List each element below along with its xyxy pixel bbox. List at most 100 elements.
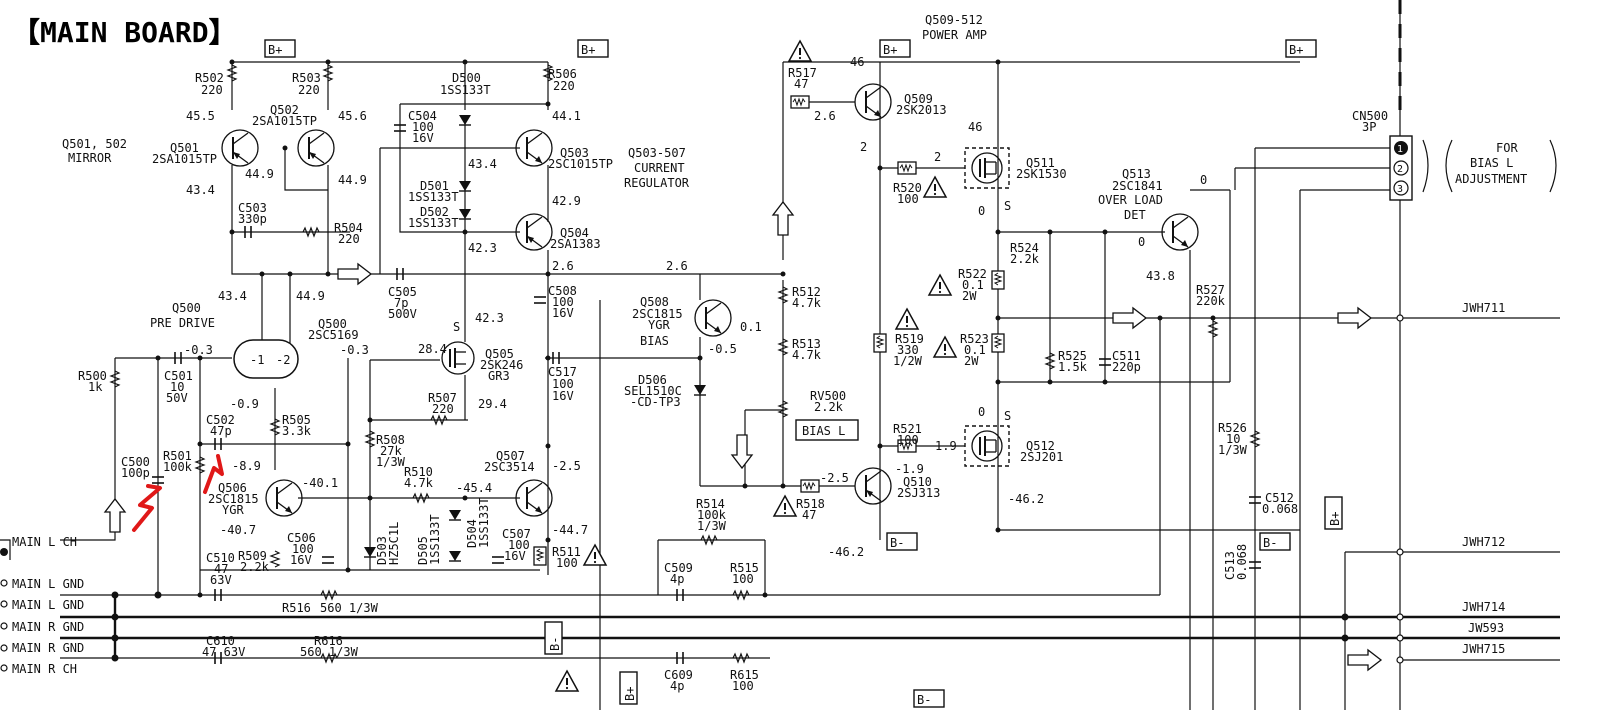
svg-text:-2.5: -2.5: [820, 471, 849, 485]
label-q504-ref: Q504: [560, 226, 589, 240]
svg-text:B+: B+: [1328, 512, 1342, 526]
label-r523-ref: R523: [960, 332, 989, 346]
label-c507-v1: 100: [508, 538, 530, 552]
label-r519-v2: 1/2W: [893, 354, 923, 368]
label-r504-val: 220: [338, 232, 360, 246]
label-q504-part: 2SA1383: [550, 237, 601, 251]
label-r520-ref: R520: [893, 181, 922, 195]
label-r508-v1: 27k: [380, 444, 402, 458]
label-r505-ref: R505: [282, 413, 311, 427]
signal-arrow-1: [337, 263, 372, 285]
bias-role: BIAS: [640, 334, 669, 348]
label-c508-v2: 16V: [552, 306, 574, 320]
label-d505-part: 1SS133T: [428, 514, 442, 565]
label-r511-ref: R511: [552, 545, 581, 559]
mirror-group-name: Q501, 502: [62, 137, 127, 151]
svg-text:42.3: 42.3: [475, 311, 504, 325]
transistor-q509: [854, 83, 892, 121]
svg-text:B-: B-: [890, 536, 904, 550]
label-r508-ref: R508: [376, 433, 405, 447]
red-annotation-1: [132, 484, 162, 532]
diode-d502: [458, 208, 472, 220]
svg-text:B+: B+: [623, 687, 637, 701]
transistor-q507: [515, 479, 553, 517]
label-c517-v1: 100: [552, 377, 574, 391]
svg-text:1.9: 1.9: [935, 439, 957, 453]
current-reg-role1: CURRENT: [634, 161, 685, 175]
label-d506-v1: SEL1510C: [624, 384, 682, 398]
svg-text:B+: B+: [883, 43, 897, 57]
safety-warning-icon-2: [923, 176, 947, 198]
bminus-tag-vert: B-: [544, 621, 563, 655]
svg-text:2.6: 2.6: [552, 259, 574, 273]
board-title: 【MAIN BOARD】: [12, 16, 237, 49]
bias-part1: 2SC1815: [632, 307, 683, 321]
diode-d500: [458, 114, 472, 126]
label-c501-v1: 10: [170, 380, 184, 394]
label-r519-v1: 330: [897, 343, 919, 357]
svg-text:ADJUSTMENT: ADJUSTMENT: [1455, 172, 1527, 186]
label-c509-val: 4p: [670, 572, 684, 586]
resistor-r520: [897, 161, 917, 175]
bias-name: Q508: [640, 295, 669, 309]
bminus-tag-1: B-: [886, 532, 918, 551]
label-q506-ref: Q506: [218, 481, 247, 495]
label-r508-v2: 1/3W: [376, 455, 406, 469]
svg-text:-46.2: -46.2: [828, 545, 864, 559]
label-r513-val: 4.7k: [792, 348, 822, 362]
label-r515-ref: R515: [730, 561, 759, 575]
label-r512-val: 4.7k: [792, 296, 822, 310]
resistor-r518: [800, 479, 820, 493]
label-r510-ref: R510: [404, 465, 433, 479]
power-amp-name: Q509-512: [925, 13, 983, 27]
label-r524-val: 2.2k: [1010, 252, 1040, 266]
label-r503-val: 220: [298, 83, 320, 97]
label-c510-ref: C510: [206, 551, 235, 565]
transistor-q503: [515, 129, 553, 167]
label-d503-ref: D503: [375, 536, 389, 565]
label-c507-ref: C507: [502, 527, 531, 541]
svg-text:45.6: 45.6: [338, 109, 367, 123]
svg-text:-44.7: -44.7: [552, 523, 588, 537]
label-r522-ref: R522: [958, 267, 987, 281]
over-load-role2: DET: [1124, 208, 1146, 222]
label-c610-ref: C610: [206, 634, 235, 648]
label-r526-ref: R526: [1218, 421, 1247, 435]
label-r509-ref: R509: [238, 549, 267, 563]
mirror-group-role: MIRROR: [68, 151, 112, 165]
svg-text:B+: B+: [581, 43, 595, 57]
svg-text:-0.3: -0.3: [340, 343, 369, 357]
svg-text:-0.5: -0.5: [708, 342, 737, 356]
label-q509-ref: Q509: [904, 92, 933, 106]
label-r522-v2: 2W: [962, 289, 977, 303]
svg-text:CN500: CN500: [1352, 109, 1388, 123]
label-c510-v2: 63V: [210, 573, 232, 587]
label-c500-val: 100p: [121, 466, 150, 480]
transistor-q504: [515, 213, 553, 251]
svg-text:-46.2: -46.2: [1008, 492, 1044, 506]
label-c504-v1: 100: [412, 120, 434, 134]
label-r522-v1: 0.1: [962, 278, 984, 292]
svg-text:28.4: 28.4: [418, 342, 447, 356]
label-q500-part: 2SC5169: [308, 328, 359, 342]
svg-text:43.4: 43.4: [186, 183, 215, 197]
diode-d505: [448, 550, 462, 562]
label-r525-ref: R525: [1058, 349, 1087, 363]
label-r500-ref: R500: [78, 369, 107, 383]
over-load-name: Q513: [1122, 167, 1151, 181]
label-r505-val: 3.3k: [282, 424, 312, 438]
label-c501-v2: 50V: [166, 391, 188, 405]
over-load-part: 2SC1841: [1112, 179, 1163, 193]
diode-d504: [448, 509, 462, 521]
svg-text:BIAS L: BIAS L: [1470, 156, 1513, 170]
label-c504-ref: C504: [408, 109, 437, 123]
pre-drive-role: PRE DRIVE: [150, 316, 215, 330]
input-main-r-gnd-2: MAIN R GND: [12, 641, 84, 655]
svg-text:45.5: 45.5: [186, 109, 215, 123]
label-r503-ref: R503: [292, 71, 321, 85]
label-q511-ref: Q511: [1026, 156, 1055, 170]
transistor-q506: [265, 479, 303, 517]
label-r502-val: 220: [201, 83, 223, 97]
label-r615-ref: R615: [730, 668, 759, 682]
